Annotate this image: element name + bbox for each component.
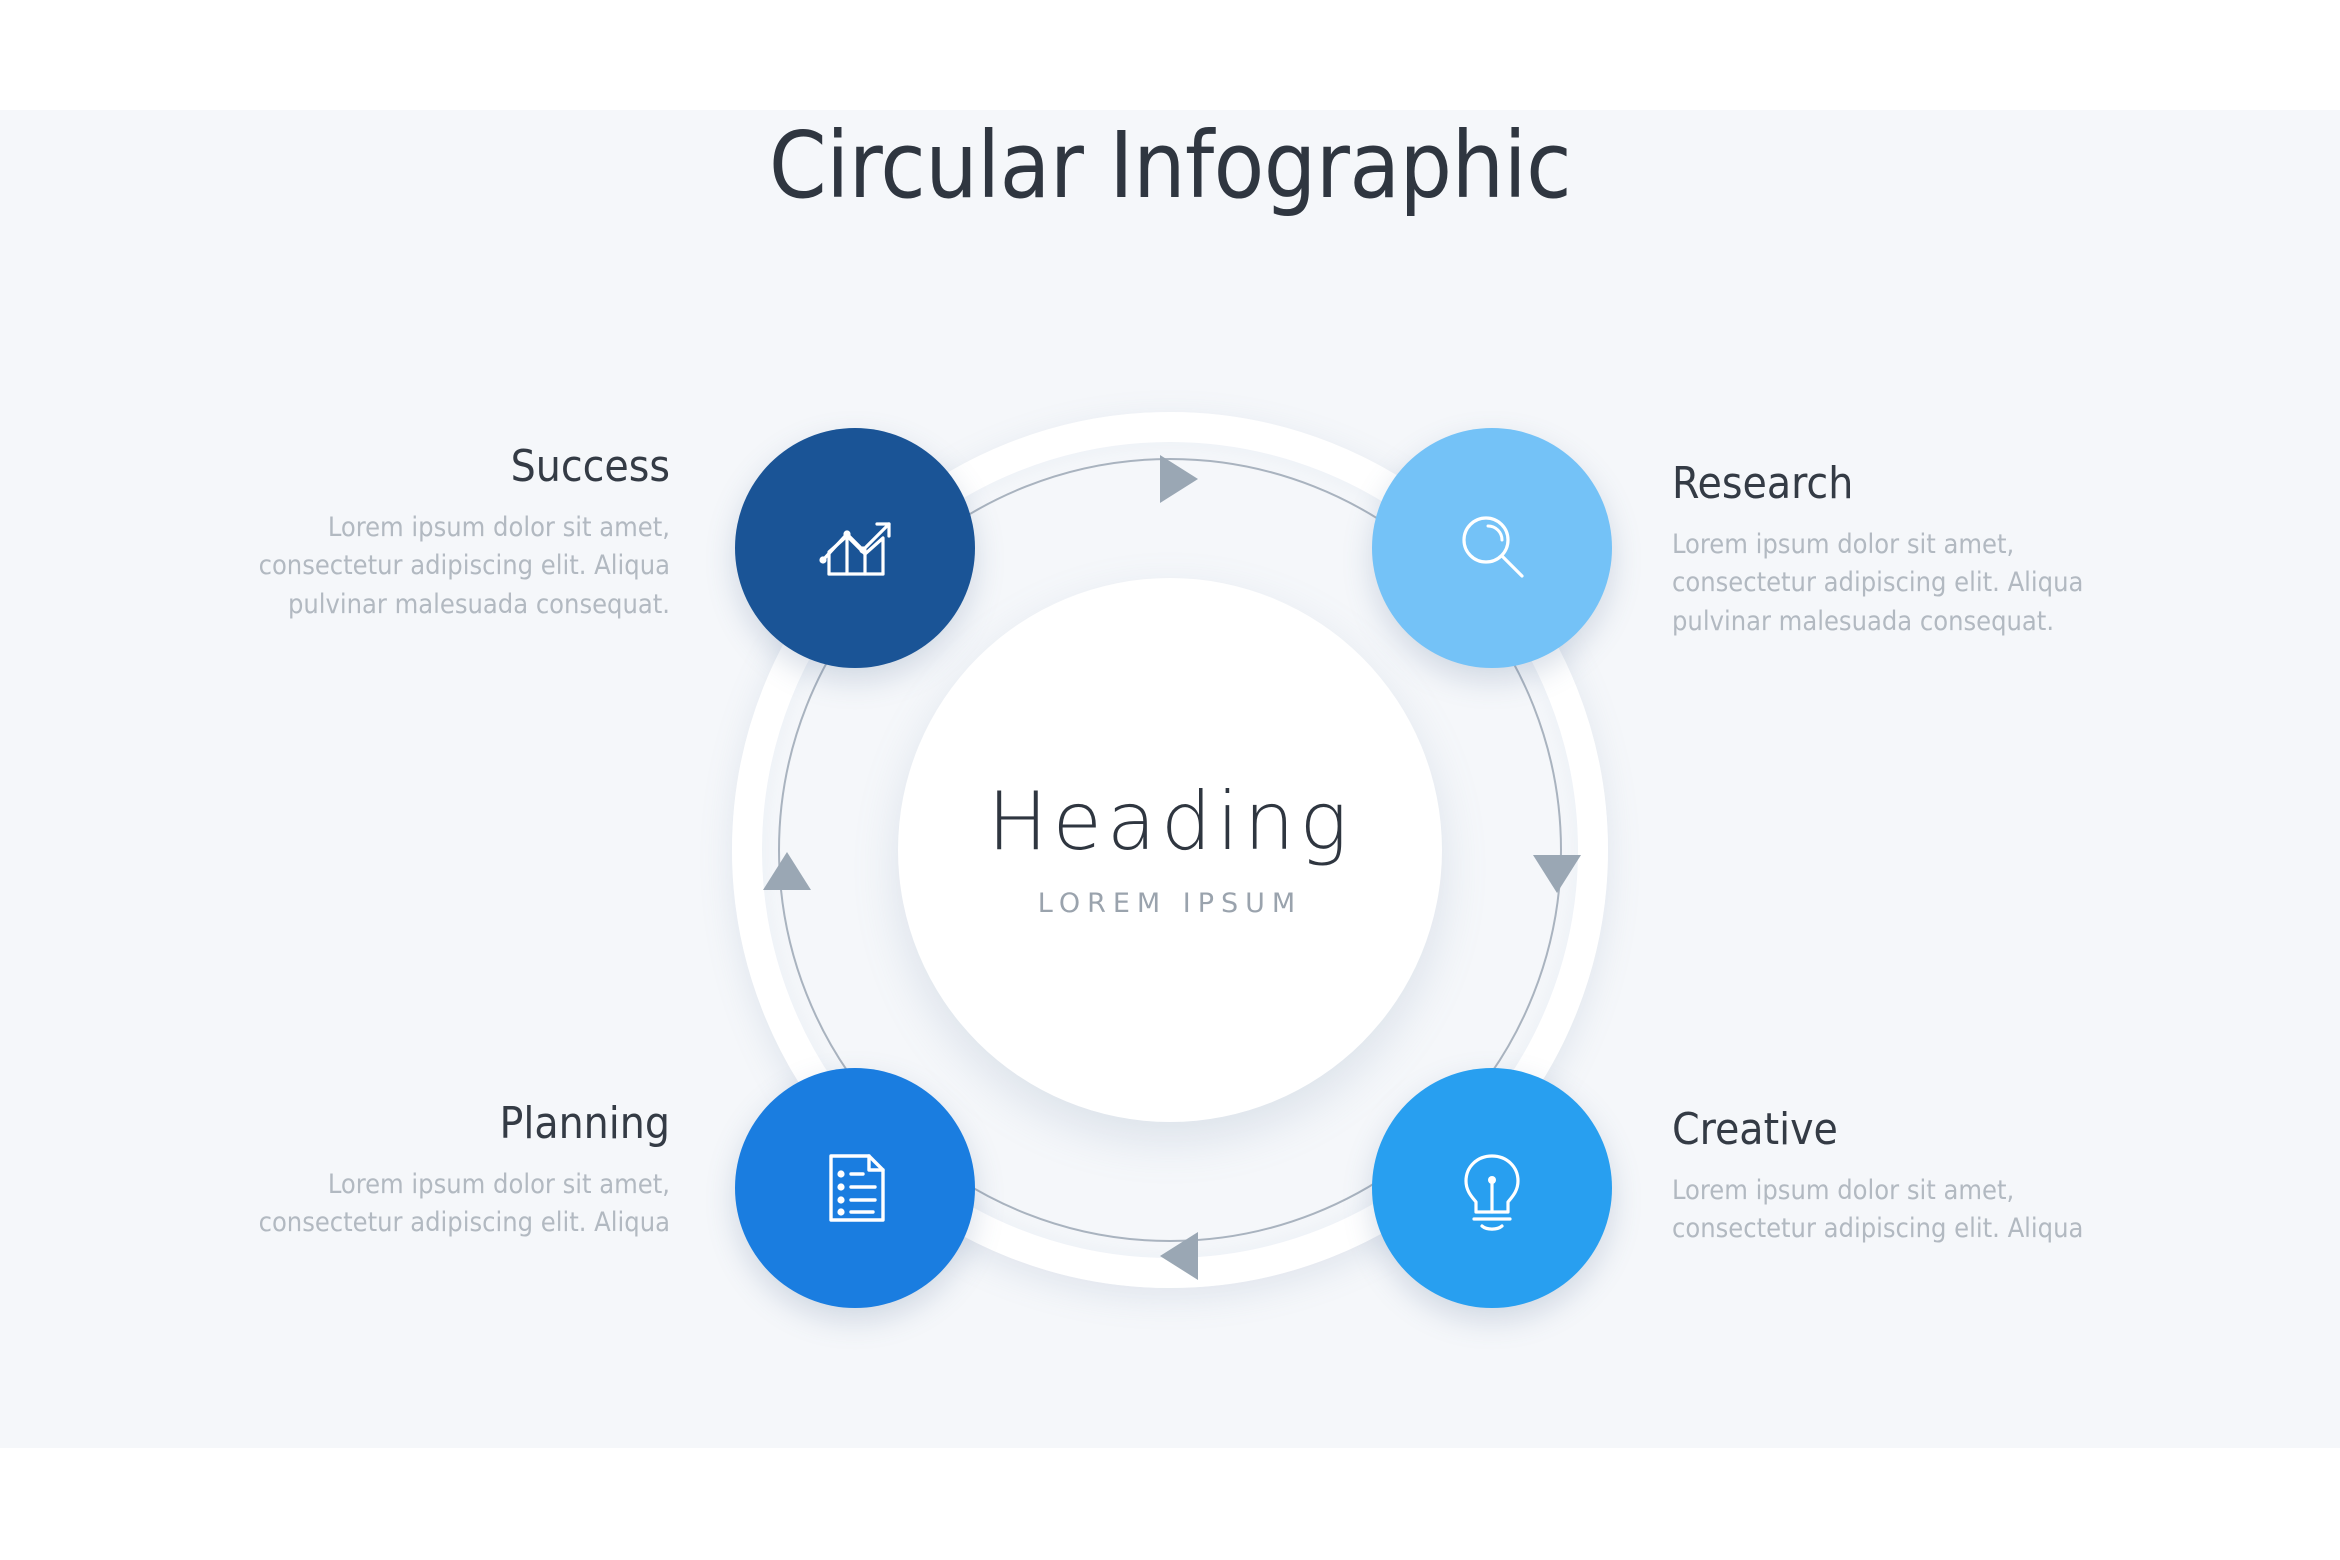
center-disc: Heading LOREM IPSUM (898, 578, 1442, 1122)
node-creative[interactable] (1372, 1068, 1612, 1308)
growth-chart-icon (807, 500, 903, 596)
label-block-creative: Creative Lorem ipsum dolor sit amet, con… (1672, 1108, 2142, 1249)
label-body-planning: Lorem ipsum dolor sit amet, consectetur … (240, 1166, 670, 1243)
label-line: consectetur adipiscing elit. Aliqua (1672, 1213, 2084, 1245)
label-line: pulvinar malesuada consequat. (1672, 605, 2055, 637)
label-block-success: Success Lorem ipsum dolor sit amet, cons… (220, 445, 670, 624)
label-line: consectetur adipiscing elit. Aliqua (258, 550, 670, 582)
left-arrow-icon (763, 852, 811, 890)
label-line: Lorem ipsum dolor sit amet, (327, 512, 670, 543)
lightbulb-icon (1444, 1140, 1540, 1236)
label-title-research: Research (1672, 458, 1854, 509)
label-body-research: Lorem ipsum dolor sit amet, consectetur … (1672, 526, 2142, 641)
page-title: Circular Infographic (768, 112, 1572, 219)
node-success[interactable] (735, 428, 975, 668)
label-body-success: Lorem ipsum dolor sit amet, consectetur … (220, 509, 670, 624)
label-line: Lorem ipsum dolor sit amet, (1672, 1175, 2015, 1206)
checklist-document-icon (807, 1140, 903, 1236)
right-arrow-icon (1533, 855, 1581, 893)
label-line: Lorem ipsum dolor sit amet, (1672, 529, 2015, 560)
label-title-creative: Creative (1672, 1104, 1838, 1155)
label-title-success: Success (510, 441, 670, 492)
center-subtitle: LOREM IPSUM (1037, 887, 1303, 919)
label-line: Lorem ipsum dolor sit amet, (327, 1169, 670, 1200)
bottom-arrow-icon (1160, 1232, 1198, 1280)
label-line: consectetur adipiscing elit. Aliqua (1672, 567, 2084, 599)
top-arrow-icon (1160, 455, 1198, 503)
label-title-planning: Planning (499, 1098, 670, 1149)
label-body-creative: Lorem ipsum dolor sit amet, consectetur … (1672, 1172, 2142, 1249)
node-planning[interactable] (735, 1068, 975, 1308)
label-line: consectetur adipiscing elit. Aliqua (258, 1207, 670, 1239)
label-line: pulvinar malesuada consequat. (287, 588, 670, 620)
label-block-research: Research Lorem ipsum dolor sit amet, con… (1672, 462, 2142, 641)
node-research[interactable] (1372, 428, 1612, 668)
magnifier-icon (1444, 500, 1540, 596)
label-block-planning: Planning Lorem ipsum dolor sit amet, con… (240, 1102, 670, 1243)
center-heading: Heading (987, 774, 1353, 868)
